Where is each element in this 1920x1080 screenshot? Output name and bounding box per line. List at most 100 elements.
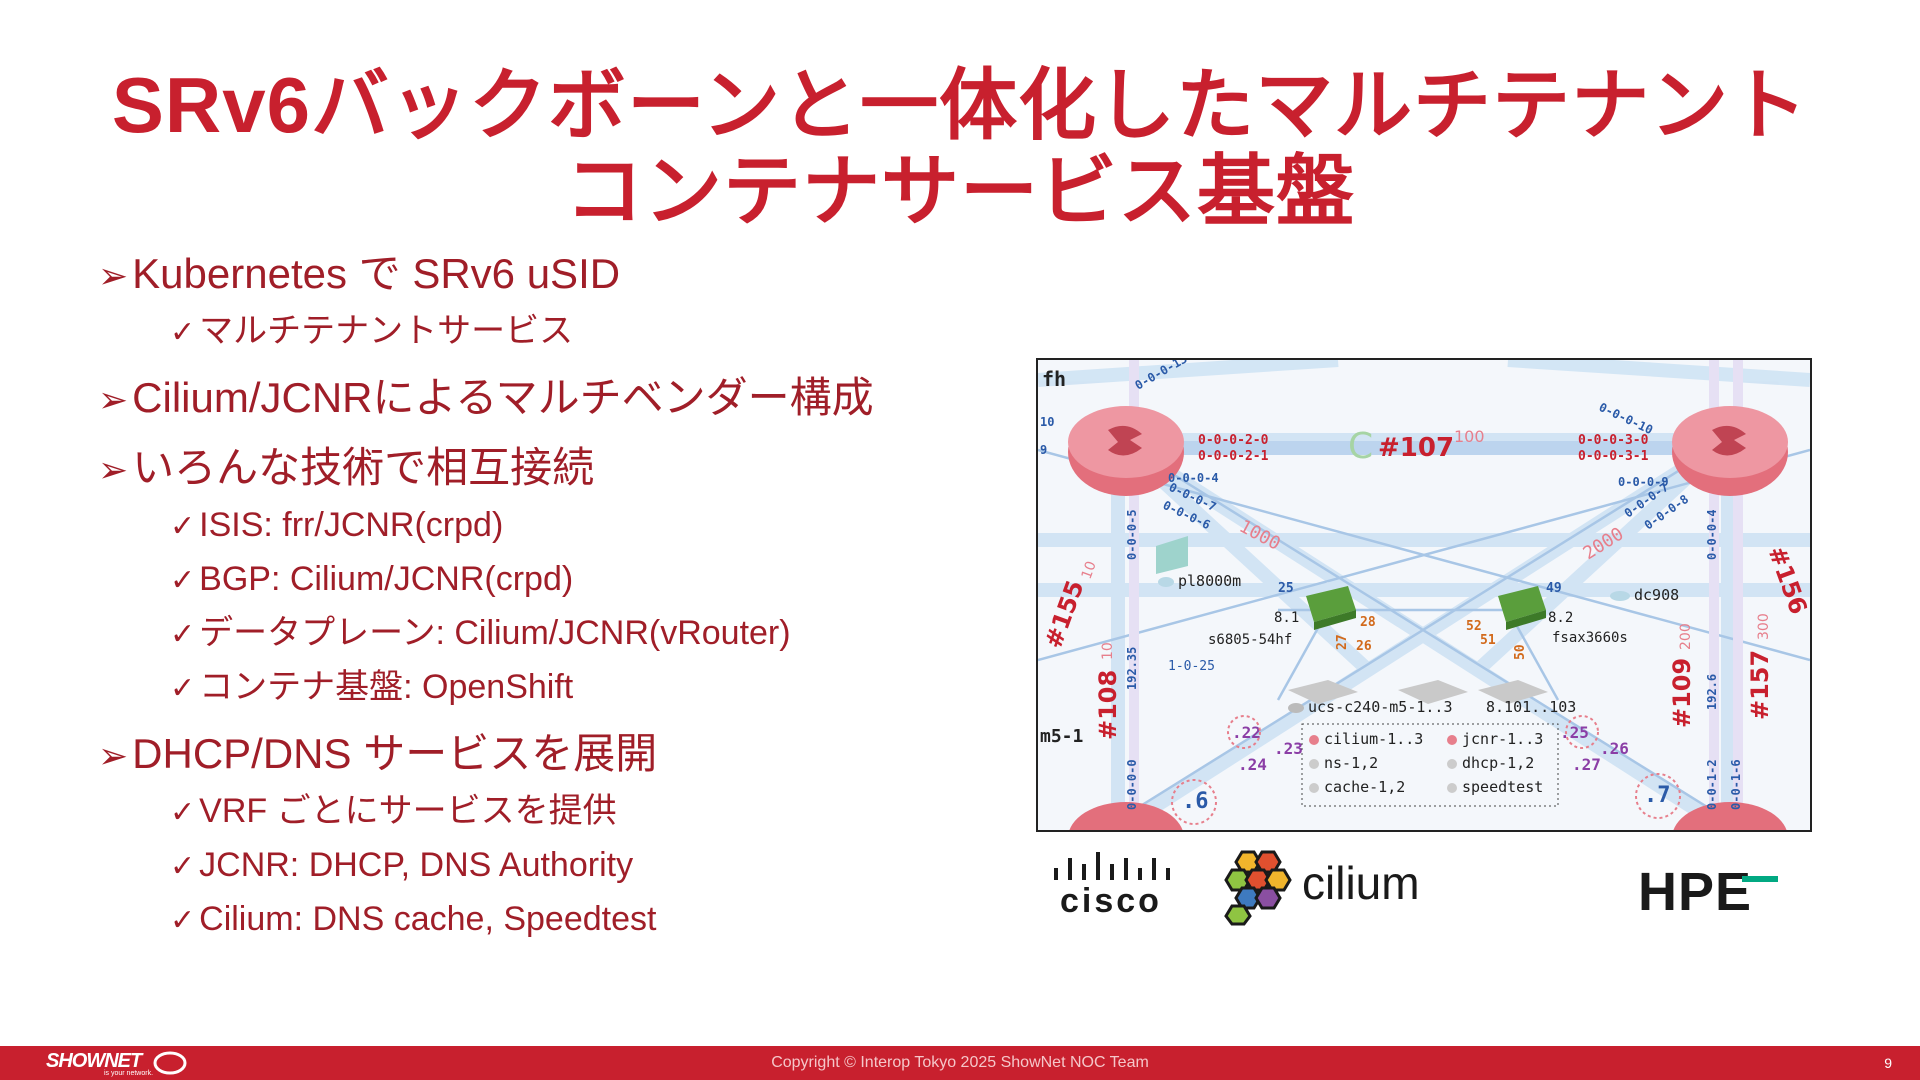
switch-right: 8.2 <box>1498 586 1573 630</box>
check-icon: ✓ <box>170 564 196 597</box>
router-top-right <box>1672 406 1788 496</box>
service-0-left: cilium-1..3 <box>1324 730 1423 748</box>
check-icon: ✓ <box>170 672 196 705</box>
check-icon: ✓ <box>170 796 196 829</box>
port-g: 50 <box>1513 644 1528 660</box>
router-bottom-right <box>1673 802 1787 830</box>
router-bottom-left <box>1069 802 1183 830</box>
segment-mid-right: #109 <box>1668 658 1696 728</box>
port-h: 49 <box>1546 581 1562 596</box>
cilium-wordmark: cilium <box>1302 857 1420 909</box>
corner-label-top-left: fh <box>1042 367 1066 391</box>
addr-g: .6 <box>1182 789 1209 814</box>
loopback-label: 1-0-25 <box>1168 659 1215 674</box>
server-cluster: ucs-c240-m5-1..3 8.101..103 <box>1288 680 1576 716</box>
label-lt1: 10 <box>1040 415 1054 429</box>
check-icon: ✓ <box>170 316 196 349</box>
sub-bullet-item: ✓VRF ごとにサービスを提供 <box>170 788 998 836</box>
segment-mid-right-weight: 200 <box>1678 623 1694 650</box>
copyright: Copyright © Interop Tokyo 2025 ShowNet N… <box>771 1054 1149 1071</box>
label-r2: 192.6 <box>1705 674 1719 710</box>
segment-right-weight: 300 <box>1756 613 1772 640</box>
svg-text:8.1: 8.1 <box>1274 610 1299 626</box>
label-tl2: 0-0-0-4 <box>1168 471 1219 485</box>
sub-bullet-item: ✓コンテナ基盤: OpenShift <box>170 664 998 712</box>
arrow-bullet-icon: ➢ <box>98 379 129 420</box>
cisco-wordmark: cisco <box>1060 882 1162 920</box>
label-lt2: 9 <box>1040 443 1047 457</box>
label-l3: 0-0-0-0 <box>1125 759 1139 810</box>
port-b: 28 <box>1360 615 1376 630</box>
addr-h: .7 <box>1644 783 1671 808</box>
segment-left-weight: 10 <box>1079 559 1100 581</box>
shownet-swoosh-icon <box>153 1051 187 1075</box>
sub-bullet-item: ✓BGP: Cilium/JCNR(crpd) <box>170 556 998 604</box>
server-name: ucs-c240-m5-1..3 <box>1308 698 1453 716</box>
hpe-logo: HPE <box>1638 864 1788 924</box>
bullet-item: ➢DHCP/DNS サービスを展開 <box>98 728 998 782</box>
vendor-logos: cisco cilium HPE <box>1036 840 1808 940</box>
link-id-left-1: 0-0-0-2-1 <box>1198 449 1269 464</box>
port-e: 52 <box>1466 619 1482 634</box>
check-icon: ✓ <box>170 618 196 651</box>
link-id-right-1: 0-0-0-3-1 <box>1578 449 1649 464</box>
sub-bullet-item: ✓ISIS: frr/JCNR(crpd) <box>170 502 998 550</box>
sub-bullet-item: ✓Cilium: DNS cache, Speedtest <box>170 896 998 944</box>
label-r1: 0-0-0-4 <box>1705 509 1719 560</box>
port-d: 26 <box>1356 639 1372 654</box>
addr-c: .24 <box>1238 755 1267 774</box>
service-2-left: cache-1,2 <box>1324 778 1405 796</box>
segment-right: #157 <box>1746 650 1774 720</box>
hpe-wordmark: HPE <box>1638 862 1753 922</box>
server-range: 8.101..103 <box>1486 698 1576 716</box>
addr-f: .27 <box>1572 755 1601 774</box>
addr-e: .26 <box>1600 739 1629 758</box>
sub-bullet-item: ✓JCNR: DHCP, DNS Authority <box>170 842 998 890</box>
bullet-item: ➢Cilium/JCNRによるマルチベンダー構成 <box>98 372 998 426</box>
label-r4: 0-0-1-6 <box>1729 759 1743 810</box>
bullet-item: ➢Kubernetes で SRv6 uSID <box>98 248 998 302</box>
segment-mid-left: #108 <box>1094 670 1122 740</box>
center-link-id: #107 <box>1378 433 1454 463</box>
service-2-right: speedtest <box>1462 778 1543 796</box>
title-line-2: コンテナサービス基盤 <box>564 147 1355 235</box>
switch-left: 8.1 <box>1274 586 1356 630</box>
slide-title: SRv6バックボーンと一体化したマルチテナント コンテナサービス基盤 <box>0 62 1920 234</box>
service-0-right: jcnr-1..3 <box>1462 730 1543 748</box>
sub-bullet-item: ✓マルチテナントサービス <box>170 308 998 356</box>
shownet-tagline: is your network. <box>104 1070 154 1077</box>
device-s6805: s6805-54hf <box>1208 632 1292 648</box>
addr-d: .25 <box>1560 723 1589 742</box>
label-l2: 192.35 <box>1125 647 1139 690</box>
port-c: 27 <box>1335 634 1350 650</box>
service-1-left: ns-1,2 <box>1324 754 1378 772</box>
svg-text:pl8000m: pl8000m <box>1178 572 1241 590</box>
addr-a: .22 <box>1232 723 1261 742</box>
center-link-weight: 100 <box>1454 427 1485 446</box>
cisco-logo: cisco <box>1050 850 1190 930</box>
link-id-left-0: 0-0-0-2-0 <box>1198 433 1269 448</box>
label-tr2: 0-0-0-9 <box>1618 475 1669 489</box>
check-icon: ✓ <box>170 904 196 937</box>
check-icon: ✓ <box>170 510 196 543</box>
service-1-right: dhcp-1,2 <box>1462 754 1534 772</box>
cilium-logo: cilium <box>1216 846 1436 936</box>
check-icon: ✓ <box>170 850 196 883</box>
segment-mid-left-weight: 10 <box>1100 642 1116 660</box>
title-line-1: SRv6バックボーンと一体化したマルチテナント <box>111 61 1809 149</box>
arrow-bullet-icon: ➢ <box>98 449 129 490</box>
sub-bullet-item: ✓データプレーン: Cilium/JCNR(vRouter) <box>170 610 998 658</box>
addr-b: .23 <box>1274 739 1303 758</box>
page-number: 9 <box>1884 1055 1892 1071</box>
footer-bar: SHOWNET is your network. Copyright © Int… <box>0 1046 1920 1080</box>
hpe-accent-bar <box>1742 876 1778 882</box>
network-diagram: C 0-0-0-2-0 0-0-0-2-1 0-0-0-3-0 0-0-0-3-… <box>1036 358 1812 832</box>
device-dc908: dc908 <box>1610 586 1679 604</box>
shownet-logo: SHOWNET <box>46 1050 142 1072</box>
svg-text:8.2: 8.2 <box>1548 610 1573 626</box>
services-box <box>1301 723 1559 807</box>
bullet-list: ➢Kubernetes で SRv6 uSID ✓マルチテナントサービス ➢Ci… <box>98 248 998 944</box>
corner-label-mid-left: m5-1 <box>1040 726 1083 747</box>
port-f: 51 <box>1480 633 1496 648</box>
bullet-item: ➢いろんな技術で相互接続 <box>98 442 998 496</box>
